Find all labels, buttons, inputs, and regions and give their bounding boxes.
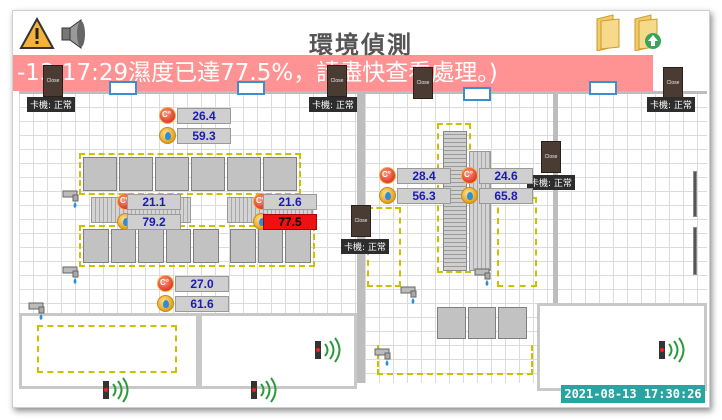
equipment-row-middle <box>437 307 528 339</box>
temperature-icon <box>159 107 176 124</box>
equipment-row-lower <box>83 229 311 263</box>
temperature-value: 24.6 <box>479 168 533 184</box>
humidity-icon <box>461 187 478 204</box>
card-reader-4[interactable]: Close <box>663 67 683 99</box>
card-reader-2[interactable]: Close <box>327 65 347 97</box>
humidity-value: 61.6 <box>175 296 229 312</box>
equipment-row-upper <box>83 157 297 191</box>
card-reader-1[interactable]: Close <box>43 65 63 97</box>
wall-divider-2 <box>553 93 558 303</box>
card-reader-3[interactable]: Close <box>413 67 433 99</box>
camera-1[interactable] <box>109 81 137 95</box>
humidity-value: 65.8 <box>479 188 533 204</box>
water-leak-sensor-icon[interactable] <box>399 283 423 307</box>
card-reader-6[interactable]: Close <box>351 205 371 237</box>
humidity-value: 59.3 <box>177 128 231 144</box>
room-lower-center <box>199 313 357 389</box>
floor-plan-panel: 環境偵測 -13 17:29濕度已達77.5%，請盡快查看處理。) Close … <box>12 10 710 408</box>
card-reader-status: 卡機: 正常 <box>527 175 575 190</box>
card-reader-status: 卡機: 正常 <box>647 97 695 112</box>
humidity-value-alarm: 77.5 <box>263 214 317 230</box>
humidity-value: 79.2 <box>127 214 181 230</box>
card-reader-status: 卡機: 正常 <box>27 97 75 112</box>
water-leak-sensor-icon[interactable] <box>61 263 85 287</box>
water-leak-sensor-icon[interactable] <box>473 265 497 289</box>
zone-middle-bottom <box>377 345 533 375</box>
siren-icon[interactable] <box>657 337 691 363</box>
card-reader-5[interactable]: Close <box>541 141 561 173</box>
datetime-display: 2021-08-13 17:30:26 <box>561 385 705 403</box>
siren-icon[interactable] <box>249 377 283 403</box>
camera-2[interactable] <box>237 81 265 95</box>
panel-right-1 <box>693 171 697 217</box>
temperature-value: 21.1 <box>127 194 181 210</box>
humidity-value: 56.3 <box>397 188 451 204</box>
siren-icon[interactable] <box>313 337 347 363</box>
card-reader-status: 卡機: 正常 <box>341 239 389 254</box>
humidity-icon <box>379 187 396 204</box>
siren-icon[interactable] <box>101 377 135 403</box>
floor-right <box>557 93 707 303</box>
card-reader-status: 卡機: 正常 <box>309 97 357 112</box>
temperature-icon <box>379 167 396 184</box>
humidity-icon <box>159 127 176 144</box>
panel-right-2 <box>693 227 697 275</box>
humidity-icon <box>157 295 174 312</box>
zone-middle-right <box>497 197 537 287</box>
water-leak-sensor-icon[interactable] <box>61 187 85 211</box>
warning-triangle-icon[interactable] <box>19 17 55 51</box>
zone-lower-left <box>37 325 177 373</box>
wall-top <box>19 91 707 94</box>
zone-upper <box>79 153 301 195</box>
temperature-value: 26.4 <box>177 108 231 124</box>
temperature-icon <box>461 167 478 184</box>
temperature-value: 27.0 <box>175 276 229 292</box>
temperature-icon <box>157 275 174 292</box>
page-title: 環境偵測 <box>309 31 413 59</box>
speaker-icon[interactable] <box>59 17 89 51</box>
water-leak-sensor-icon[interactable] <box>373 345 397 369</box>
zone-lower <box>79 225 315 267</box>
folder-icon[interactable] <box>593 13 623 51</box>
temperature-value: 21.6 <box>263 194 317 210</box>
temperature-value: 28.4 <box>397 168 451 184</box>
water-leak-sensor-icon[interactable] <box>27 299 51 323</box>
wall-divider-1 <box>357 93 365 383</box>
camera-3[interactable] <box>463 87 491 101</box>
folder-upload-icon[interactable] <box>631 13 661 51</box>
camera-4[interactable] <box>589 81 617 95</box>
